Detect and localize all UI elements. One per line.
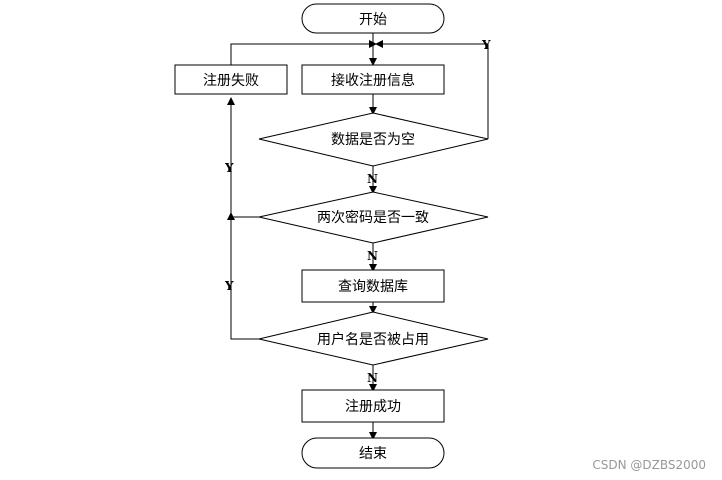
username-check-label: 用户名是否被占用 [317,331,429,348]
success-box [301,389,445,423]
username-no-label: N [367,371,378,385]
query-db-box [301,269,445,303]
password-check-label: 两次密码是否一致 [317,209,429,226]
success-label: 注册成功 [345,399,401,415]
empty-check-diamond [258,112,489,167]
username-check-diamond [258,311,489,366]
start-label: 开始 [359,12,387,28]
edge-password-yes-fail [230,99,261,218]
arrow-into-merge-left [369,40,377,48]
arrow-into-username-check [369,306,377,314]
start-terminal [301,3,445,34]
arrow-into-receive [369,58,377,66]
watermark: CSDN @DZBS2000 [592,458,706,472]
end-terminal [301,437,445,469]
fail-box [174,64,288,95]
password-no-label: N [367,249,378,263]
password-check-diamond [258,191,489,244]
edge-empty-yes-loop [376,43,489,139]
arrow-into-success [369,384,377,392]
arrow-into-empty-check [369,107,377,115]
end-label: 结束 [359,446,387,462]
empty-yes-label: Y [481,38,491,52]
query-db-label: 查询数据库 [338,279,408,295]
arrow-into-merge-right [375,40,383,48]
receive-box [301,64,445,95]
username-yes-label: Y [224,279,234,293]
edge-fail-loop [230,43,371,65]
empty-no-label: N [367,172,378,186]
fail-label: 注册失败 [203,73,259,89]
arrow-into-fail [227,97,235,105]
arrow-into-end [369,432,377,440]
arrow-into-password-check [369,186,377,194]
password-yes-label: Y [224,161,234,175]
arrow-into-password-yes-junction [227,212,235,220]
arrow-into-query [369,264,377,272]
empty-check-label: 数据是否为空 [331,132,415,148]
edge-username-yes-fail [230,217,261,340]
receive-label: 接收注册信息 [331,72,415,89]
